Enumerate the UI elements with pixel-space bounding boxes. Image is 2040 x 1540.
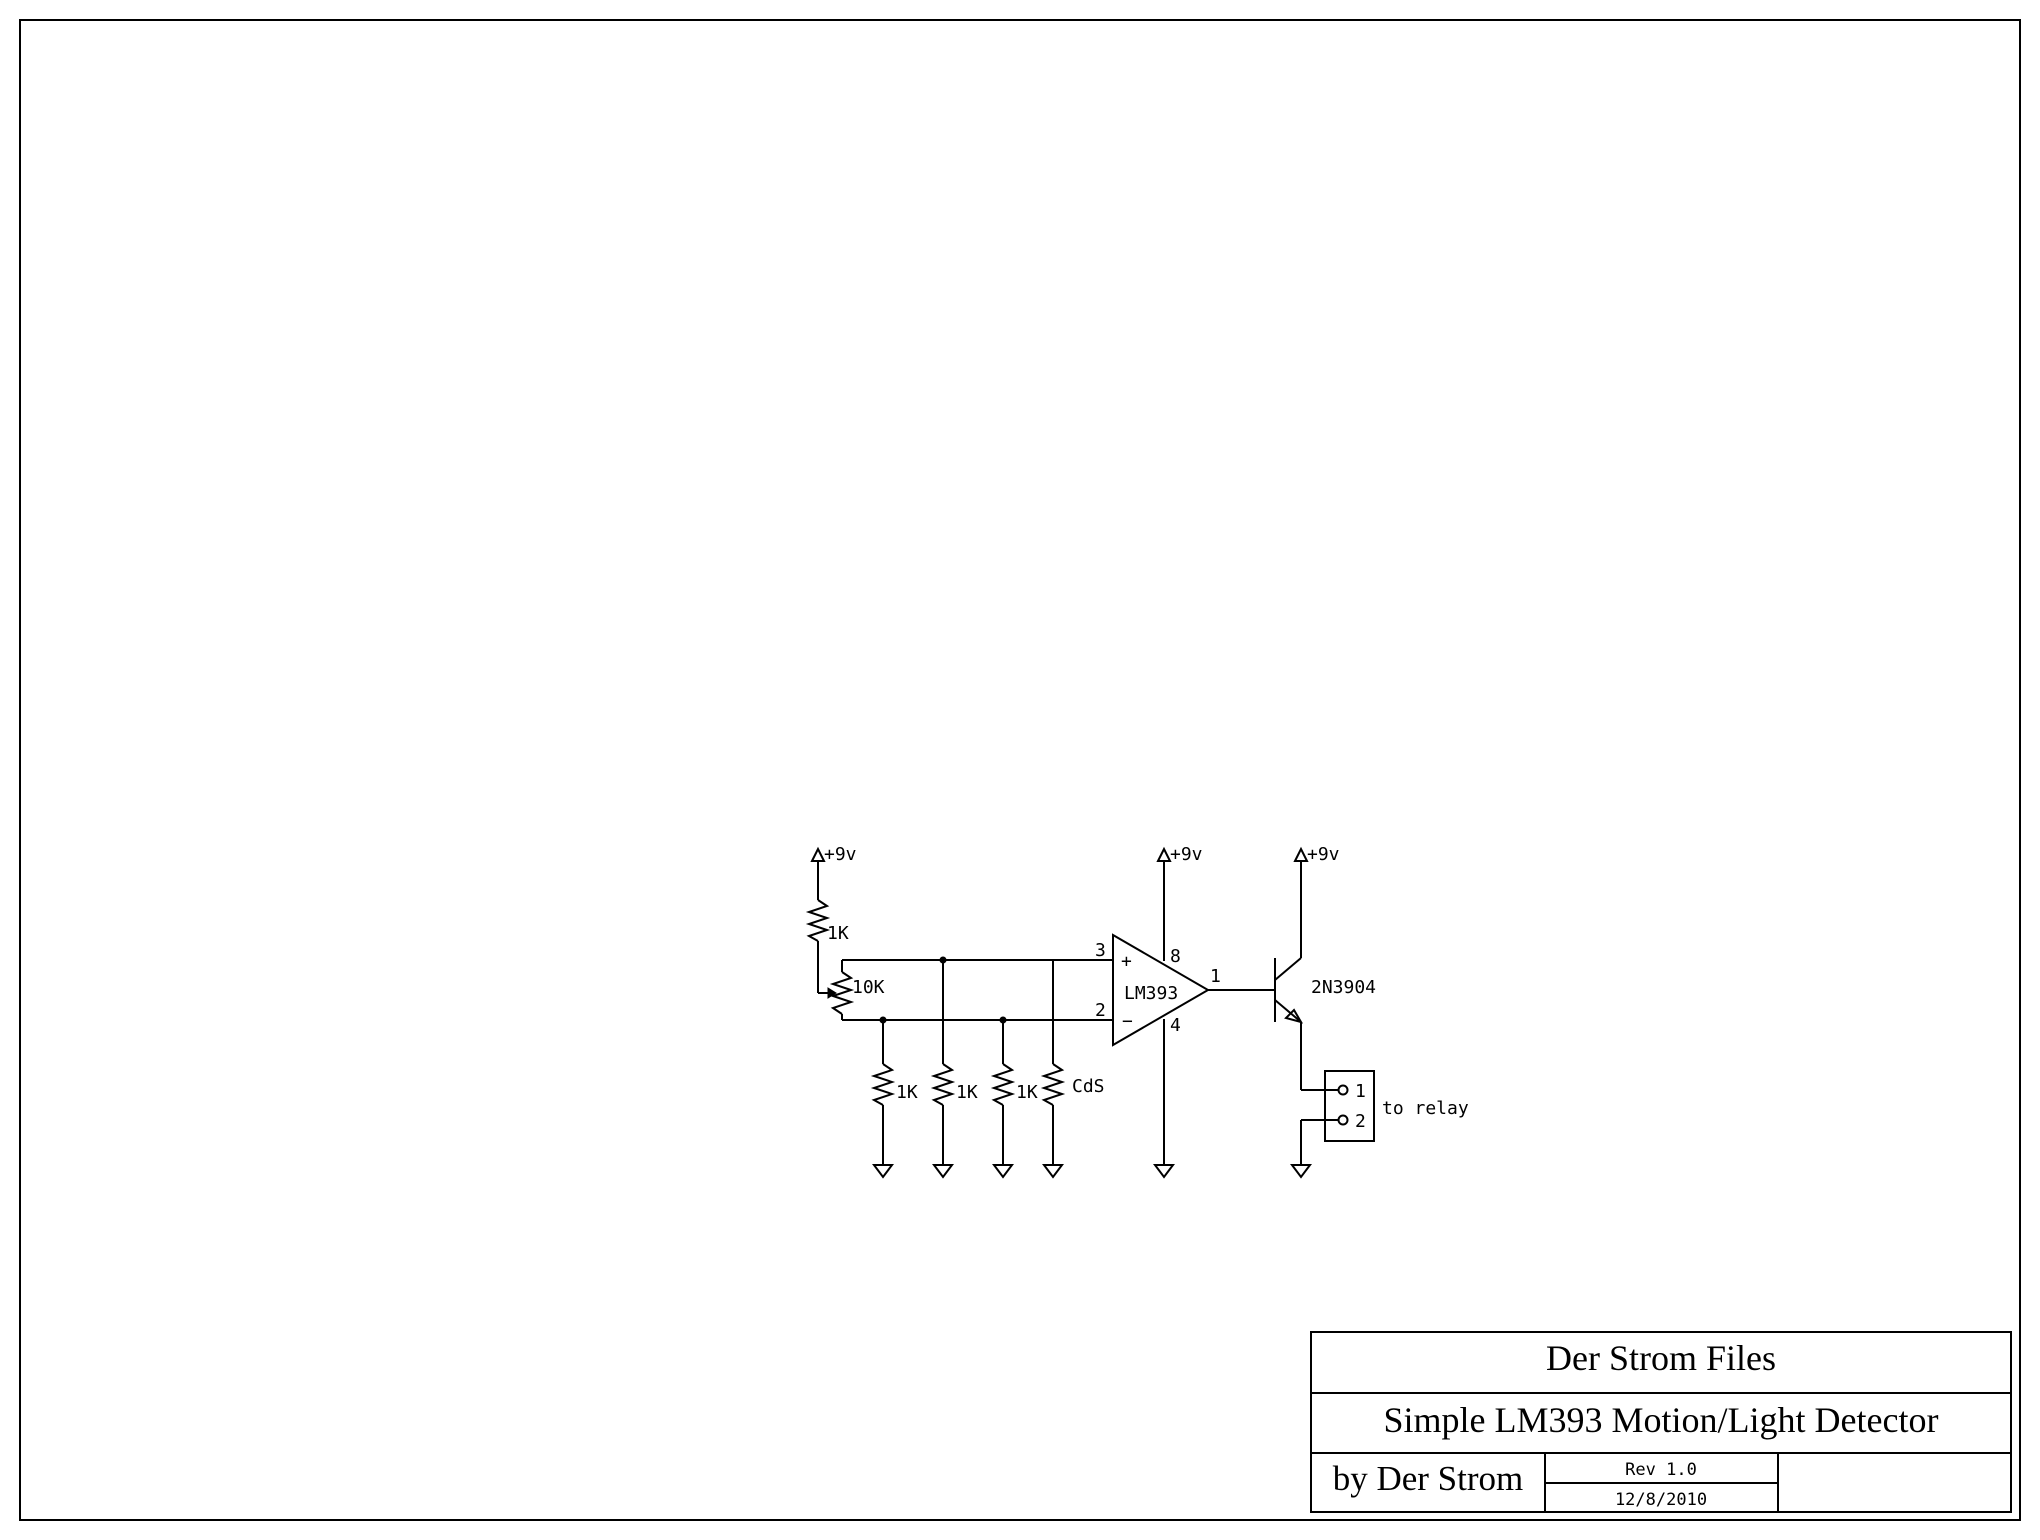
supply-left-label: +9v: [824, 844, 857, 865]
resistor-r1: 1K: [805, 861, 849, 993]
title-block-revision: Rev 1.0: [1625, 1460, 1697, 1480]
title-block-author: by Der Strom: [1333, 1459, 1524, 1498]
resistor-r4: 1K: [990, 1020, 1038, 1165]
ground-symbol: [1153, 1164, 1175, 1179]
transistor-label: 2N3904: [1311, 977, 1376, 998]
resistor-r4-label: 1K: [1016, 1082, 1038, 1103]
title-block-company: Der Strom Files: [1546, 1338, 1776, 1378]
junction-dot: [999, 1016, 1007, 1024]
comparator-pin2: 2: [1095, 1000, 1106, 1021]
connector-pin1: 1: [1355, 1081, 1366, 1102]
comparator-pin1: 1: [1210, 966, 1221, 987]
transistor-2n3904: 2N3904: [1262, 861, 1376, 1024]
sheet-border: [19, 19, 2021, 1521]
relay-connector: 1 2 to relay: [1300, 1022, 1469, 1165]
resistor-r2-label: 1K: [896, 1082, 918, 1103]
title-block-title: Simple LM393 Motion/Light Detector: [1384, 1400, 1939, 1440]
resistor-r2: 1K: [870, 1020, 918, 1165]
title-block: Der Strom Files Simple LM393 Motion/Ligh…: [1310, 1331, 2012, 1513]
connector-pin2: 2: [1355, 1111, 1366, 1132]
ground-symbol: [1290, 1164, 1312, 1179]
comparator-name: LM393: [1124, 983, 1178, 1004]
resistor-r1-label: 1K: [827, 923, 849, 944]
circuit: +9v +9v +9v 1K 10K: [805, 844, 1469, 1179]
ldr-cds: CdS: [1040, 960, 1105, 1165]
ground-symbol: [992, 1164, 1014, 1179]
potentiometer-label: 10K: [852, 977, 885, 998]
ground-symbol: [932, 1164, 954, 1179]
supply-transistor-label: +9v: [1307, 844, 1340, 865]
comparator-minus: −: [1122, 1011, 1133, 1032]
title-block-date: 12/8/2010: [1615, 1490, 1707, 1510]
ground-symbol: [872, 1164, 894, 1179]
supply-comparator-label: +9v: [1170, 844, 1203, 865]
comparator-pin3: 3: [1095, 940, 1106, 961]
ldr-label: CdS: [1072, 1076, 1105, 1097]
resistor-r3: 1K: [930, 960, 978, 1165]
comparator-plus: +: [1121, 951, 1132, 972]
comparator-lm393: + − LM393 3 2 8 4 1: [1095, 861, 1262, 1165]
comparator-pin8: 8: [1170, 946, 1181, 967]
potentiometer-10k: 10K: [818, 960, 885, 1020]
junction-dot: [879, 1016, 887, 1024]
junction-dot: [939, 956, 947, 964]
ground-symbol: [1042, 1164, 1064, 1179]
resistor-r3-label: 1K: [956, 1082, 978, 1103]
connector-label: to relay: [1382, 1098, 1469, 1119]
comparator-pin4: 4: [1170, 1015, 1181, 1036]
